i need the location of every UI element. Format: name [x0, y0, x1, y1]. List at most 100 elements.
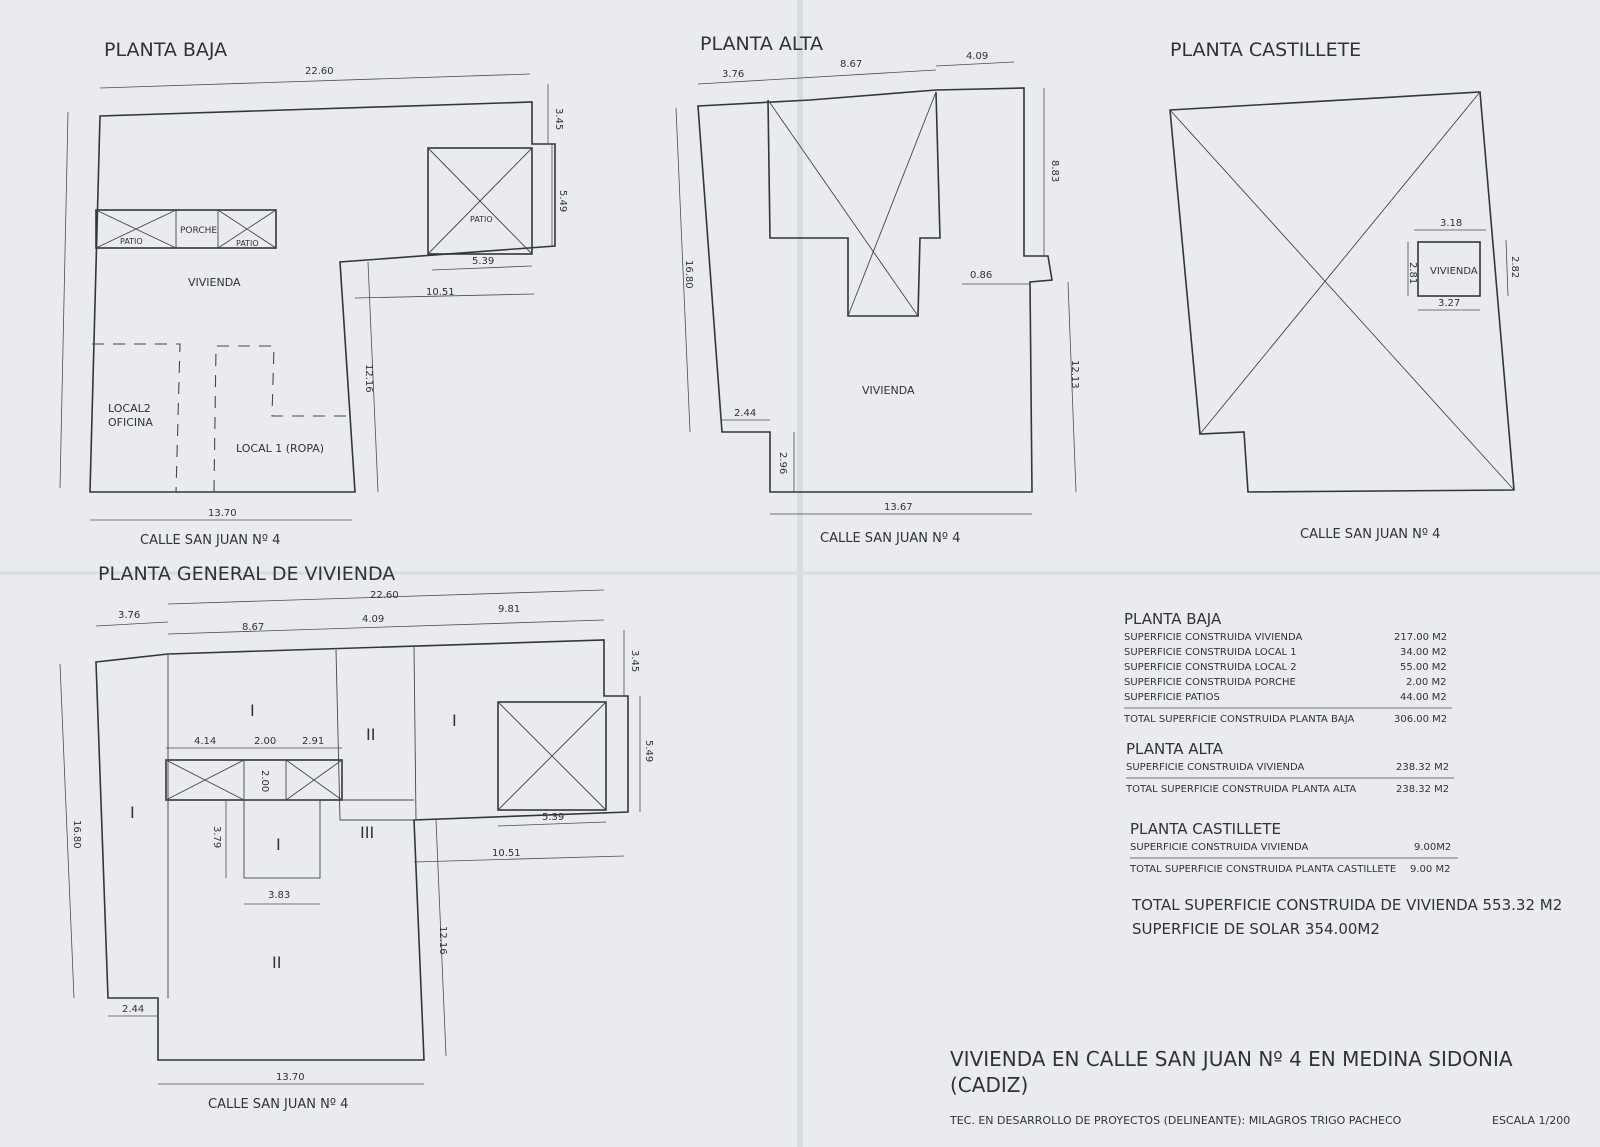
void-alta — [767, 91, 941, 317]
room-label: PORCHE — [180, 226, 217, 236]
summary-row-label: SUPERFICIE CONSTRUIDA VIVIENDA — [1124, 632, 1303, 643]
dim-label: 22.60 — [370, 590, 399, 601]
room-label: PATIO — [470, 215, 493, 224]
porche-strip — [95, 209, 277, 249]
summary-heading: PLANTA BAJA — [1124, 610, 1222, 628]
dim-label: 2.82 — [1509, 256, 1520, 278]
room-label: LOCAL 1 (ROPA) — [236, 442, 324, 455]
dim-label: 2.96 — [777, 452, 788, 474]
dim-label: 5.39 — [472, 256, 494, 267]
street-label: CALLE SAN JUAN Nº 4 — [140, 533, 280, 548]
summary-total-label: TOTAL SUPERFICIE CONSTRUIDA PLANTA CASTI… — [1129, 864, 1396, 875]
dim-label: 13.70 — [276, 1072, 305, 1083]
summary-heading: PLANTA ALTA — [1126, 740, 1224, 758]
summary-row-value: 44.00 M2 — [1400, 692, 1447, 703]
summary-total-label: TOTAL SUPERFICIE CONSTRUIDA PLANTA ALTA — [1125, 784, 1356, 795]
dim-label: 5.39 — [542, 812, 564, 823]
plan-planta-general: PLANTA GENERAL DE VIVIENDA I II I I I II… — [59, 563, 654, 1112]
summary-heading: PLANTA CASTILLETE — [1130, 820, 1281, 838]
plan-planta-alta: PLANTA ALTA 3.76 8.67 4.09 8.83 16.80 0.… — [675, 33, 1080, 546]
dim-label: 3.27 — [1438, 298, 1460, 309]
dim-label: 12.16 — [363, 364, 374, 393]
outline-castillete — [1169, 91, 1515, 493]
plan-title: PLANTA BAJA — [104, 39, 227, 61]
summary-row-value: 34.00 M2 — [1400, 647, 1447, 658]
dim-label: 12.16 — [437, 926, 448, 955]
patio-strip — [165, 759, 343, 801]
dim-label: 3.45 — [629, 650, 640, 672]
dim-label: 8.83 — [1049, 160, 1060, 182]
dim-label: 22.60 — [305, 66, 334, 77]
plan-title: PLANTA GENERAL DE VIVIENDA — [98, 563, 395, 585]
summary-solar: SUPERFICIE DE SOLAR 354.00M2 — [1132, 920, 1380, 938]
dim-label: 4.14 — [194, 736, 216, 747]
dim-label: 2.00 — [254, 736, 276, 747]
dim-label: 2.44 — [734, 408, 756, 419]
outline-general — [95, 639, 629, 1061]
dim-label: 10.51 — [426, 287, 455, 298]
summary-row-label: SUPERFICIE CONSTRUIDA PORCHE — [1124, 677, 1296, 688]
street-label: CALLE SAN JUAN Nº 4 — [208, 1097, 348, 1112]
summary-total-value: 306.00 M2 — [1394, 714, 1447, 725]
zone-label: I — [250, 701, 255, 720]
summary-row-value: 2.00 M2 — [1406, 677, 1446, 688]
castillete-room — [1417, 241, 1481, 297]
surface-summary: PLANTA BAJA SUPERFICIE CONSTRUIDA VIVIEN… — [1123, 610, 1562, 938]
plan-planta-castillete: PLANTA CASTILLETE VIVIENDA 3.18 2.81 2.8… — [1169, 39, 1520, 542]
zone-label: I — [452, 711, 457, 730]
dim-label: 4.09 — [362, 614, 384, 625]
dim-label: 9.81 — [498, 604, 520, 615]
dim-label: 3.18 — [1440, 218, 1462, 229]
dim-label: 10.51 — [492, 848, 521, 859]
project-title-line2: (CADIZ) — [950, 1073, 1028, 1097]
dim-label: 3.76 — [118, 610, 140, 621]
dim-label: 5.49 — [557, 190, 568, 212]
dim-label: 3.76 — [722, 69, 744, 80]
patio-square — [497, 701, 607, 811]
street-label: CALLE SAN JUAN Nº 4 — [1300, 527, 1440, 542]
zone-label: I — [130, 803, 135, 822]
dim-label: 8.67 — [242, 622, 264, 633]
plan-title: PLANTA CASTILLETE — [1170, 39, 1361, 61]
inner-room — [243, 799, 321, 879]
dim-label: 5.49 — [643, 740, 654, 762]
room-label: VIVIENDA — [188, 276, 241, 289]
dim-label: 2.81 — [1407, 262, 1418, 284]
dim-label: 2.91 — [302, 736, 324, 747]
room-label: VIVIENDA — [1430, 266, 1478, 277]
outline-alta — [697, 87, 1053, 493]
dim-label: 2.44 — [122, 1004, 144, 1015]
summary-row-value: 9.00M2 — [1414, 842, 1451, 853]
room-label: OFICINA — [108, 416, 153, 429]
room-label: PATIO — [236, 239, 259, 248]
dim-label: 16.80 — [71, 820, 82, 849]
summary-row-label: SUPERFICIE CONSTRUIDA VIVIENDA — [1126, 762, 1305, 773]
room-label: LOCAL2 — [108, 402, 151, 415]
dim-label: 8.67 — [840, 59, 862, 70]
dim-label: 2.00 — [259, 770, 270, 792]
project-scale: ESCALA 1/200 — [1492, 1114, 1570, 1127]
room-label: VIVIENDA — [862, 384, 915, 397]
outline-baja — [89, 101, 556, 493]
summary-row-value: 217.00 M2 — [1394, 632, 1447, 643]
dim-label: 13.70 — [208, 508, 237, 519]
summary-row-label: SUPERFICIE CONSTRUIDA VIVIENDA — [1130, 842, 1309, 853]
zone-label: II — [366, 725, 375, 744]
dim-label: 13.67 — [884, 502, 913, 513]
summary-row-label: SUPERFICIE PATIOS — [1124, 692, 1220, 703]
project-author: TEC. EN DESARROLLO DE PROYECTOS (DELINEA… — [949, 1114, 1402, 1127]
zone-label: II — [272, 953, 281, 972]
dim-label: 3.83 — [268, 890, 290, 901]
dim-label: 3.79 — [211, 826, 222, 848]
room-label: PATIO — [120, 237, 143, 246]
dim-label: 12.13 — [1069, 360, 1080, 389]
title-block: VIVIENDA EN CALLE SAN JUAN Nº 4 EN MEDIN… — [949, 1047, 1570, 1127]
street-label: CALLE SAN JUAN Nº 4 — [820, 531, 960, 546]
zone-label: I — [276, 835, 281, 854]
dim-label: 3.45 — [553, 108, 564, 130]
project-title: VIVIENDA EN CALLE SAN JUAN Nº 4 EN MEDIN… — [950, 1047, 1513, 1071]
summary-total-value: 238.32 M2 — [1396, 784, 1449, 795]
dim-label: 4.09 — [966, 51, 988, 62]
summary-row-value: 55.00 M2 — [1400, 662, 1447, 673]
